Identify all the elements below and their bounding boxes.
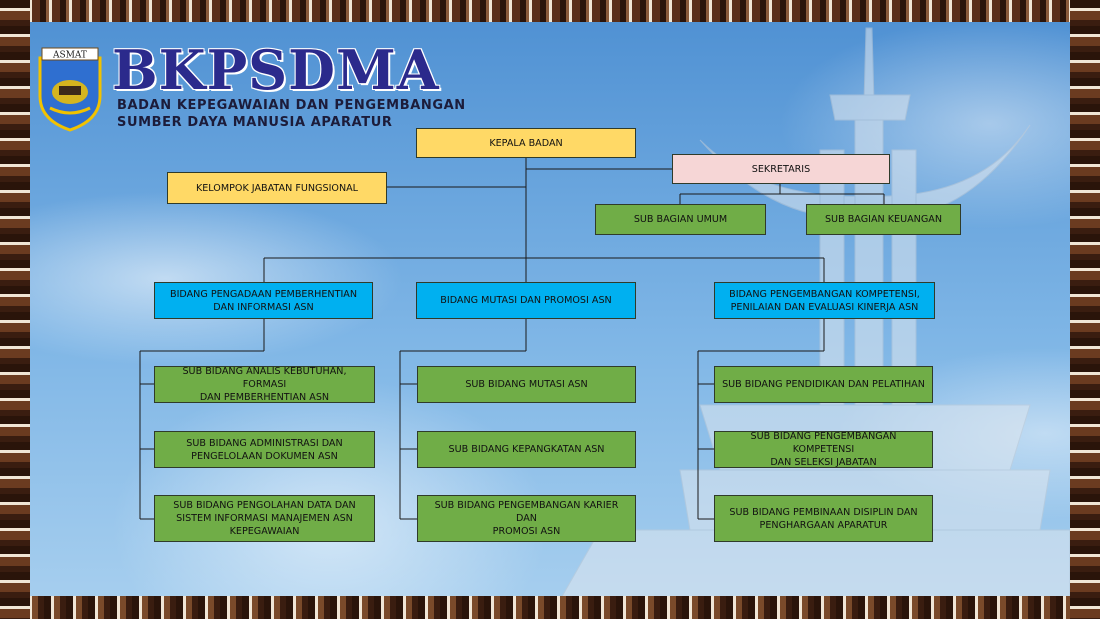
box-sub-bagian-keuangan: SUB BAGIAN KEUANGAN [806, 204, 961, 235]
carved-frame-top [0, 0, 1100, 22]
box-label-line1: SUB BIDANG PENGOLAHAN DATA DAN [173, 500, 356, 511]
box-sub-bidang-pendidikan: SUB BIDANG PENDIDIKAN DAN PELATIHAN [714, 366, 933, 403]
box-label: SUB BIDANG KEPANGKATAN ASN [448, 444, 605, 455]
box-sub-bidang-pembinaan-disiplin: SUB BIDANG PEMBINAAN DISIPLIN DAN PENGHA… [714, 495, 933, 542]
box-label: KELOMPOK JABATAN FUNGSIONAL [195, 182, 359, 194]
box-label: SUB BAGIAN UMUM [633, 214, 728, 225]
brand-subtitle-line2: SUMBER DAYA MANUSIA APARATUR [117, 115, 393, 130]
box-label-line1: SUB BIDANG ADMINISTRASI DAN [186, 437, 343, 449]
box-sub-bidang-pengembangan-kompetensi: SUB BIDANG PENGEMBANGAN KOMPETENSI DAN S… [714, 431, 933, 468]
box-label-line2: PROMOSI ASN [492, 526, 561, 537]
box-label-line1: SUB BIDANG PENGEMBANGAN KARIER DAN [434, 500, 619, 524]
brand-subtitle-line1: BADAN KEPEGAWAIAN DAN PENGEMBANGAN [117, 98, 466, 113]
box-bidang-pengadaan: BIDANG PENGADAAN PEMBERHENTIAN DAN INFOR… [154, 282, 373, 319]
carved-frame-left [0, 0, 30, 619]
brand-title: BKPSDMA [112, 38, 440, 102]
box-label: SUB BIDANG PENDIDIKAN DAN PELATIHAN [722, 379, 925, 390]
box-sub-bidang-pengembangan-karier: SUB BIDANG PENGEMBANGAN KARIER DAN PROMO… [417, 495, 636, 542]
box-label: KEPALA BADAN [489, 137, 563, 149]
box-label-line1: BIDANG PENGEMBANGAN KOMPETENSI, [729, 288, 920, 300]
box-sub-bagian-umum: SUB BAGIAN UMUM [595, 204, 766, 235]
box-kepala-badan: KEPALA BADAN [416, 128, 636, 158]
box-bidang-mutasi: BIDANG MUTASI DAN PROMOSI ASN [416, 282, 636, 319]
carved-frame-bottom [0, 596, 1100, 619]
carved-frame-right [1070, 0, 1100, 619]
box-sub-bidang-administrasi: SUB BIDANG ADMINISTRASI DAN PENGELOLAAN … [154, 431, 375, 468]
box-label-line2: DAN INFORMASI ASN [213, 301, 314, 313]
svg-text:ASMAT: ASMAT [52, 51, 87, 61]
box-kelompok-jabatan-fungsional: KELOMPOK JABATAN FUNGSIONAL [167, 172, 387, 204]
box-sub-bidang-kepangkatan: SUB BIDANG KEPANGKATAN ASN [417, 431, 636, 468]
box-sub-bidang-mutasi: SUB BIDANG MUTASI ASN [417, 366, 636, 403]
box-label-line1: SUB BIDANG PEMBINAAN DISIPLIN DAN [729, 506, 918, 518]
box-label-line2: DAN PEMBERHENTIAN ASN [199, 392, 330, 403]
box-label-line1: BIDANG PENGADAAN PEMBERHENTIAN [169, 288, 358, 300]
box-label: SEKRETARIS [751, 163, 811, 175]
box-label-line1: SUB BIDANG ANALIS KEBUTUHAN, FORMASI [182, 366, 347, 390]
box-sub-bidang-analis: SUB BIDANG ANALIS KEBUTUHAN, FORMASI DAN… [154, 366, 375, 403]
box-label-line1: SUB BIDANG PENGEMBANGAN KOMPETENSI [750, 431, 897, 455]
box-label: SUB BIDANG MUTASI ASN [465, 379, 588, 390]
box-label-line2: PENGELOLAAN DOKUMEN ASN [191, 450, 338, 462]
box-label-line3: KEPEGAWAIAN [229, 526, 300, 537]
box-sub-bidang-pengolahan-data: SUB BIDANG PENGOLAHAN DATA DAN SISTEM IN… [154, 495, 375, 542]
box-bidang-pengembangan: BIDANG PENGEMBANGAN KOMPETENSI, PENILAIA… [714, 282, 935, 319]
box-label-line2: PENGHARGAAN APARATUR [759, 519, 888, 531]
box-label: SUB BAGIAN KEUANGAN [824, 214, 943, 225]
box-label-line2: DAN SELEKSI JABATAN [770, 457, 877, 468]
box-label-line1: BIDANG MUTASI DAN PROMOSI ASN [440, 295, 612, 306]
box-sekretaris: SEKRETARIS [672, 154, 890, 184]
box-label-line2: SISTEM INFORMASI MANAJEMEN ASN [176, 513, 353, 524]
box-label-line2: PENILAIAN DAN EVALUASI KINERJA ASN [730, 301, 919, 313]
asmat-crest-icon: ASMAT [38, 47, 102, 132]
